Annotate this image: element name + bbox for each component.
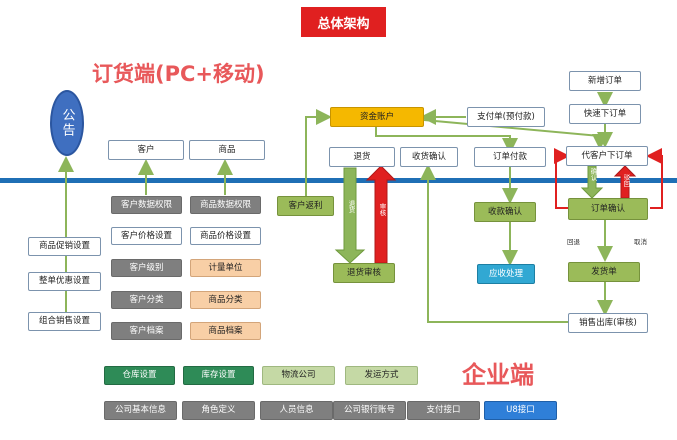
- product-category: 商品分类: [190, 291, 261, 309]
- product-archive: 商品档案: [190, 322, 261, 340]
- rollback-label: 回退: [567, 238, 580, 246]
- role-definition: 角色定义: [182, 401, 255, 420]
- customer-data-permission: 客户数据权限: [111, 196, 182, 214]
- promo-setting: 商品促销设置: [28, 237, 101, 256]
- cancel-loop: [646, 148, 663, 209]
- diagram-title: 总体架构: [301, 7, 386, 37]
- receivable-processing: 应收处理: [477, 264, 535, 284]
- measure-unit: 计量单位: [190, 259, 261, 277]
- review-arrow-label: 审核: [378, 203, 386, 216]
- confirm-arrow-label: 确认: [589, 168, 597, 181]
- company-basic-info: 公司基本信息: [104, 401, 177, 420]
- staff-info: 人员信息: [260, 401, 333, 420]
- confirm-down-arrow: [580, 165, 604, 199]
- customer-category: 客户分类: [111, 291, 182, 309]
- inventory-setting: 库存设置: [183, 366, 254, 385]
- order-confirm: 订单确认: [568, 198, 648, 220]
- order-discount-setting: 整单优惠设置: [28, 272, 101, 291]
- cancel-label: 取消: [634, 238, 647, 246]
- combo-sales-setting: 组合销售设置: [28, 312, 101, 331]
- fund-account: 资金账户: [330, 107, 424, 127]
- review-up-arrow: [365, 165, 397, 264]
- product-data-permission: 商品数据权限: [190, 196, 261, 214]
- reject-arrow-label: 驳回: [622, 174, 630, 187]
- payment-prepaid: 支付单(预付款): [467, 107, 545, 127]
- return-down-arrow: [334, 167, 366, 264]
- quick-order: 快速下订单: [569, 104, 641, 124]
- notice-oval: 公告: [50, 90, 84, 156]
- product-price-setting: 商品价格设置: [190, 227, 261, 245]
- customer-archive: 客户档案: [111, 322, 182, 340]
- link-benefit-fund: [305, 109, 332, 196]
- receipt-confirm: 收货确认: [400, 147, 458, 167]
- return-box: 退货: [329, 147, 395, 167]
- timeline-bar: [0, 178, 677, 183]
- customer-box: 客户: [108, 140, 184, 160]
- customer-price-setting: 客户价格设置: [111, 227, 182, 245]
- return-review: 退货审核: [333, 263, 395, 283]
- rollback-loop: [554, 148, 570, 209]
- sales-outbound: 销售出库(审核): [568, 313, 648, 333]
- return-arrow-label: 退货: [347, 200, 355, 213]
- proxy-order: 代客户下订单: [566, 146, 648, 166]
- u8-interface: U8接口: [484, 401, 557, 420]
- payment-interface: 支付接口: [407, 401, 480, 420]
- order-payment: 订单付款: [474, 147, 546, 167]
- new-order: 新增订单: [569, 71, 641, 91]
- link-fund-orderpay: [375, 126, 518, 154]
- customer-benefit: 客户返利: [277, 196, 334, 216]
- customer-level: 客户级别: [111, 259, 182, 277]
- logistics-company: 物流公司: [262, 366, 335, 385]
- shipping-method: 发运方式: [345, 366, 418, 385]
- link-salesout-receipt: [420, 164, 568, 323]
- ship-order: 发货单: [568, 262, 640, 282]
- reject-up-arrow: [613, 165, 637, 199]
- warehouse-setting: 仓库设置: [104, 366, 175, 385]
- notice-text: 公告: [59, 108, 75, 138]
- product-box: 商品: [189, 140, 265, 160]
- diagram-title-text: 总体架构: [317, 16, 370, 32]
- front-end-label: 订货端(PC+移动): [92, 62, 265, 86]
- company-bank-account: 公司银行账号: [333, 401, 406, 420]
- collection-confirm: 收款确认: [474, 202, 536, 222]
- enterprise-label: 企业端: [462, 361, 534, 389]
